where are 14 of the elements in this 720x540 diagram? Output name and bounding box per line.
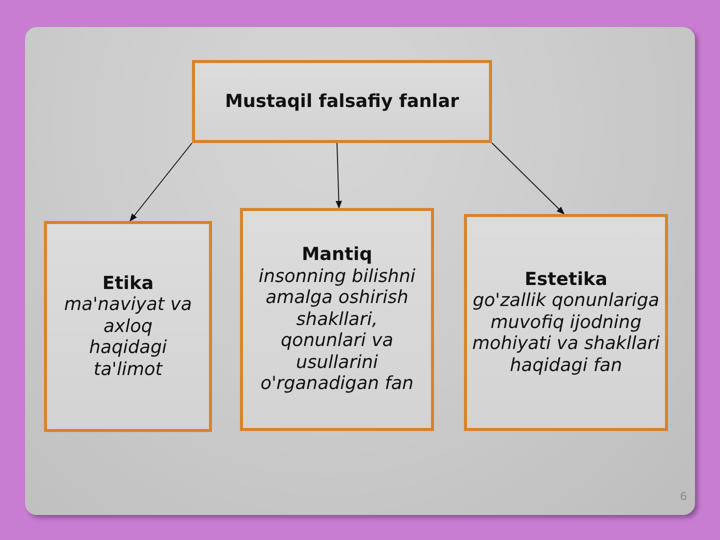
topic-box	[240, 208, 434, 431]
box-title: Estetika	[524, 268, 608, 290]
box-description: ma'naviyat va axloq haqidagi ta'limot	[63, 294, 193, 380]
box-description: insonning bilishni amalga oshirish shakllari, qonunlari va usullarini o'rganadigan fan	[258, 266, 416, 396]
arrow	[336, 142, 342, 209]
arrow	[130, 142, 192, 222]
topic-box	[464, 214, 668, 431]
box-description: go'zallik qonunlariga muvofiq ijodning mohiyati va shakllari haqidagi fan	[471, 290, 661, 376]
box-title: Mantiq	[302, 244, 372, 266]
arrow	[492, 142, 565, 215]
box-title: Mustaqil falsafiy fanlar	[224, 90, 460, 112]
box-title: Etika	[102, 272, 154, 294]
topic-box	[44, 221, 212, 432]
topic-box	[192, 60, 492, 143]
